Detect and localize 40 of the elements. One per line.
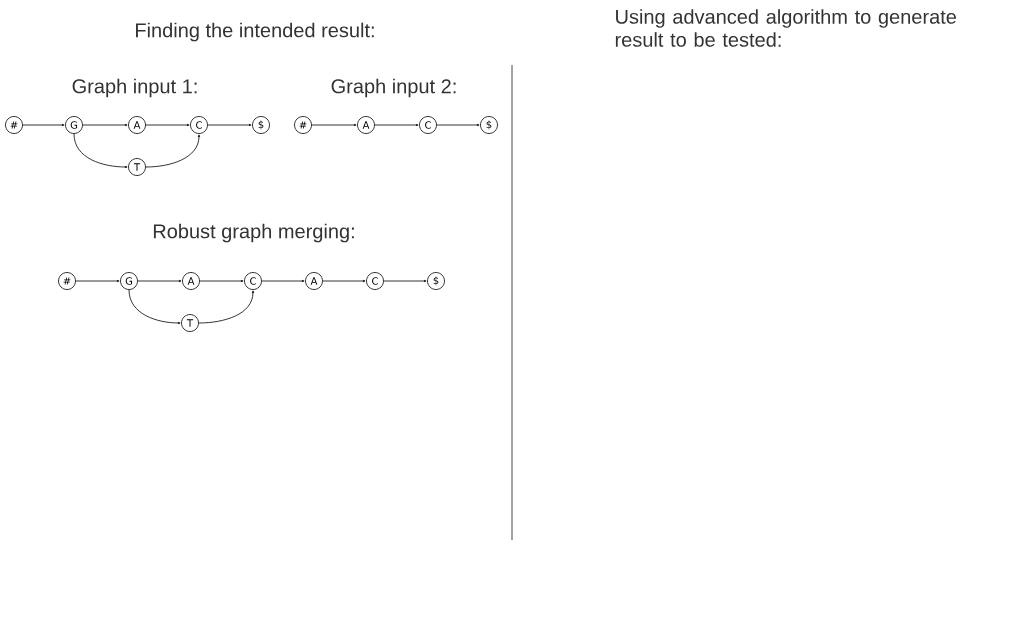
arrow: [128, 289, 181, 325]
graph-node: G: [120, 272, 138, 290]
graph-node: $: [480, 116, 498, 134]
arrow: [374, 123, 419, 127]
graph-node: C: [419, 116, 437, 134]
arrow: [311, 123, 357, 127]
heading: Graph input 2:: [331, 78, 456, 98]
arrow: [207, 123, 252, 127]
graph-node: A: [128, 116, 146, 134]
arrow: [198, 290, 255, 324]
graph-node: A: [357, 116, 375, 134]
graph-node: #: [5, 116, 23, 134]
arrow: [145, 134, 201, 168]
arrow: [82, 123, 128, 127]
arrow: [22, 123, 65, 127]
graph-node: $: [427, 272, 445, 290]
heading: Finding the intended result:: [136, 22, 374, 42]
arrow: [261, 279, 305, 283]
graph-node: T: [181, 314, 199, 332]
arrow: [145, 123, 190, 127]
arrow: [199, 279, 244, 283]
graph-node: #: [294, 116, 312, 134]
graph-node: A: [182, 272, 200, 290]
arrow: [436, 123, 480, 127]
arrow: [75, 279, 120, 283]
heading: Graph input 1:: [72, 78, 197, 98]
graph-node: C: [366, 272, 384, 290]
graph-node: C: [190, 116, 208, 134]
arrow: [137, 279, 182, 283]
graph-node: $: [252, 116, 270, 134]
heading: Robust graph merging:: [153, 223, 354, 243]
graph-node: #: [58, 272, 76, 290]
arrow: [383, 279, 427, 283]
graph-node: T: [128, 158, 146, 176]
arrow: [322, 279, 366, 283]
heading: Using advanced algorithm to generate result to be tested:: [615, 9, 956, 47]
graph-node: C: [244, 272, 262, 290]
graph-node: G: [65, 116, 83, 134]
arrow: [73, 133, 128, 169]
graph-node: A: [305, 272, 323, 290]
